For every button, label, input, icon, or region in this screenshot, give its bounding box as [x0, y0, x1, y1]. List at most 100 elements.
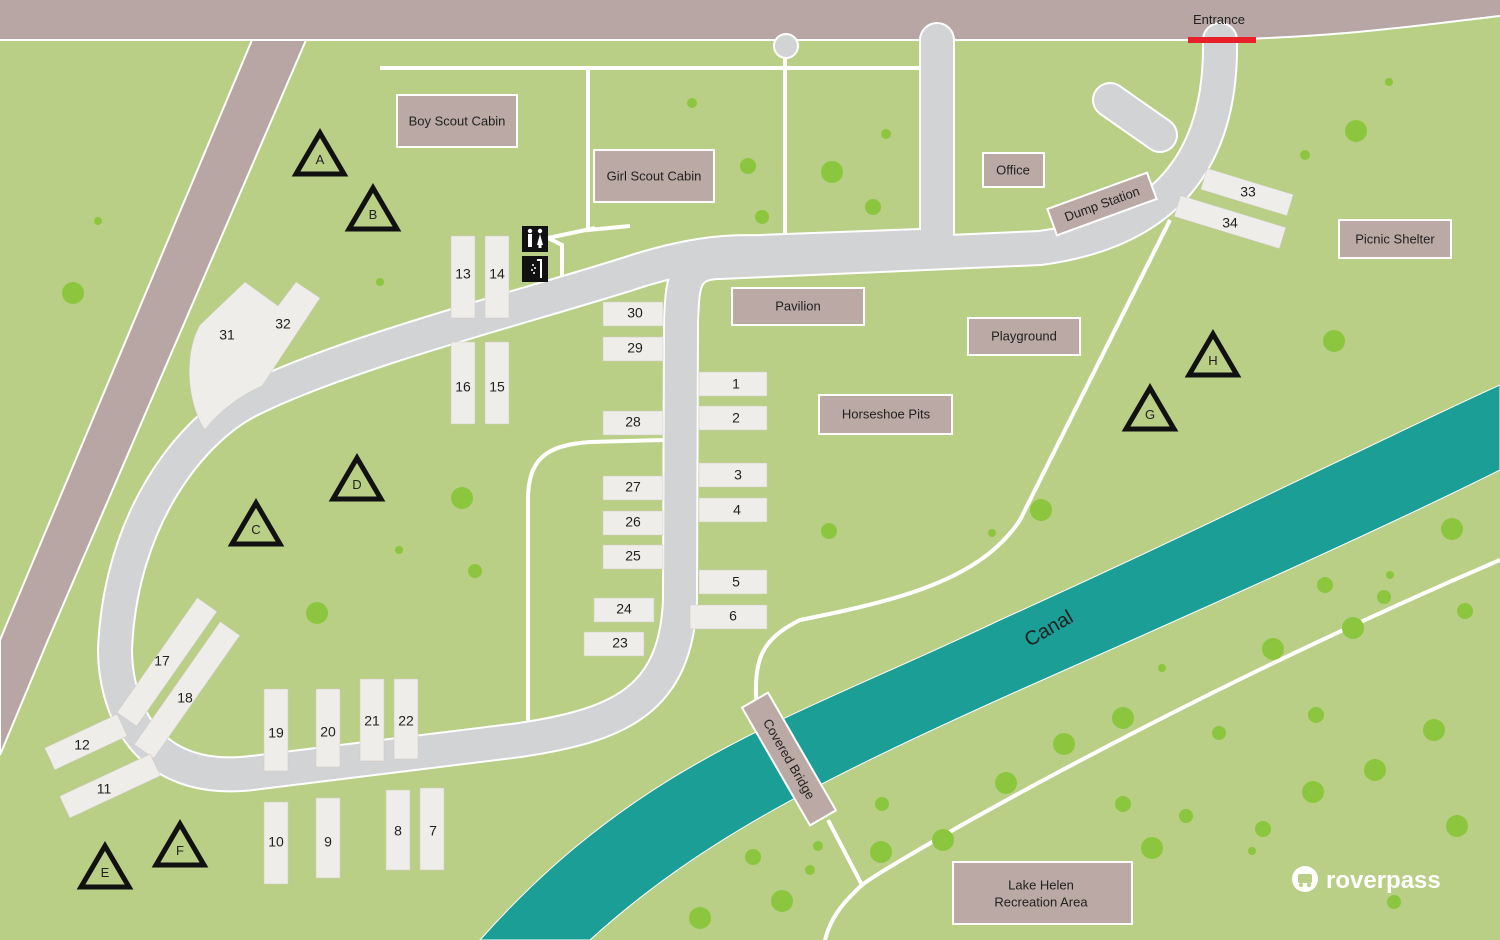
boy-scout-cabin-label: Boy Scout Cabin — [409, 113, 506, 128]
site-31[interactable]: 31 — [219, 327, 235, 343]
playground[interactable]: Playground — [967, 317, 1081, 356]
tree — [995, 772, 1017, 794]
pavilion[interactable]: Pavilion — [731, 287, 865, 326]
site-34[interactable]: 34 — [1222, 215, 1238, 231]
office-label: Office — [996, 162, 1030, 177]
tree — [805, 865, 815, 875]
tent-icon — [151, 819, 209, 868]
site-16[interactable]: 16 — [455, 379, 471, 395]
site-23[interactable]: 23 — [612, 635, 628, 651]
tree — [1115, 796, 1131, 812]
campsites: 31 32 13 14 16 15 30 29 28 27 26 25 24 2… — [44, 168, 1294, 885]
tent-area-label: A — [316, 152, 325, 167]
trees — [62, 78, 1473, 929]
tree — [451, 487, 473, 509]
tree — [687, 98, 697, 108]
tree — [306, 602, 328, 624]
tent-area-e[interactable]: E — [76, 841, 134, 890]
site-24[interactable]: 24 — [616, 601, 632, 617]
picnic-shelter[interactable]: Picnic Shelter — [1338, 219, 1452, 259]
lake-helen-recreation-area[interactable]: Lake Helen Recreation Area — [952, 861, 1133, 925]
site-32[interactable]: 32 — [275, 316, 291, 332]
tent-area-label: B — [369, 207, 378, 222]
tree — [1030, 499, 1052, 521]
site-28[interactable]: 28 — [625, 414, 641, 430]
tent-area-a[interactable]: A — [291, 128, 349, 177]
tree — [870, 841, 892, 863]
site-33[interactable]: 33 — [1240, 184, 1256, 200]
tree — [813, 841, 823, 851]
tree — [1386, 571, 1394, 579]
site-22[interactable]: 22 — [398, 713, 414, 729]
tent-area-f[interactable]: F — [151, 819, 209, 868]
tree — [1457, 603, 1473, 619]
site-30[interactable]: 30 — [627, 305, 643, 321]
tent-area-g[interactable]: G — [1121, 383, 1179, 432]
playground-label: Playground — [991, 328, 1057, 343]
site-1[interactable]: 1 — [732, 376, 740, 392]
tent-area-label: G — [1145, 407, 1155, 422]
tree — [1387, 895, 1401, 909]
tree — [988, 529, 996, 537]
tent-icon — [1184, 329, 1242, 378]
site-14[interactable]: 14 — [489, 266, 505, 282]
tree — [755, 210, 769, 224]
site-4[interactable]: 4 — [733, 502, 741, 518]
tree — [376, 278, 384, 286]
tree — [1342, 617, 1364, 639]
site-15[interactable]: 15 — [489, 379, 505, 395]
site-12[interactable]: 12 — [74, 737, 90, 753]
brand-name: roverpass — [1326, 867, 1441, 894]
picnic-shelter-label: Picnic Shelter — [1355, 231, 1435, 246]
site-11[interactable]: 11 — [97, 781, 112, 797]
tent-icon — [76, 841, 134, 890]
tent-icon — [328, 453, 386, 502]
tree — [94, 217, 102, 225]
tree — [1364, 759, 1386, 781]
site-7[interactable]: 7 — [429, 823, 437, 839]
site-3[interactable]: 3 — [734, 467, 742, 483]
site-26[interactable]: 26 — [625, 514, 641, 530]
tree — [881, 129, 891, 139]
site-5[interactable]: 5 — [732, 574, 740, 590]
tree — [1308, 707, 1324, 723]
girl-scout-cabin[interactable]: Girl Scout Cabin — [593, 149, 715, 203]
site-10[interactable]: 10 — [268, 834, 284, 850]
horseshoe-pits[interactable]: Horseshoe Pits — [818, 394, 953, 435]
girl-scout-cabin-label: Girl Scout Cabin — [607, 168, 702, 183]
tree — [1446, 815, 1468, 837]
site-6[interactable]: 6 — [729, 608, 737, 624]
site-20[interactable]: 20 — [320, 724, 336, 740]
highway-diagonal — [0, 39, 308, 756]
tree — [1345, 120, 1367, 142]
tree — [1377, 590, 1391, 604]
tree — [821, 523, 837, 539]
tent-area-h[interactable]: H — [1184, 329, 1242, 378]
tent-area-b[interactable]: B — [344, 183, 402, 232]
site-13[interactable]: 13 — [455, 266, 471, 282]
tent-area-c[interactable]: C — [227, 498, 285, 547]
office[interactable]: Office — [982, 152, 1045, 188]
boy-scout-cabin[interactable]: Boy Scout Cabin — [396, 94, 518, 148]
site-19[interactable]: 19 — [268, 725, 284, 741]
tent-area-label: H — [1208, 353, 1217, 368]
site-29[interactable]: 29 — [627, 340, 643, 356]
tent-area-label: D — [352, 477, 361, 492]
entrance-label: Entrance — [1193, 12, 1245, 27]
site-27[interactable]: 27 — [625, 479, 641, 495]
site-2[interactable]: 2 — [732, 410, 740, 426]
site-8[interactable]: 8 — [394, 823, 402, 839]
site-9[interactable]: 9 — [324, 834, 332, 850]
tree — [865, 199, 881, 215]
tent-area-d[interactable]: D — [328, 453, 386, 502]
restroom-icon — [522, 226, 548, 252]
tree — [1112, 707, 1134, 729]
site-17[interactable]: 17 — [154, 653, 170, 669]
tree — [875, 797, 889, 811]
tree — [1317, 577, 1333, 593]
horseshoe-pits-label: Horseshoe Pits — [842, 406, 931, 421]
site-18[interactable]: 18 — [177, 690, 193, 706]
site-21[interactable]: 21 — [364, 713, 380, 729]
site-25[interactable]: 25 — [625, 548, 641, 564]
tree — [468, 564, 482, 578]
